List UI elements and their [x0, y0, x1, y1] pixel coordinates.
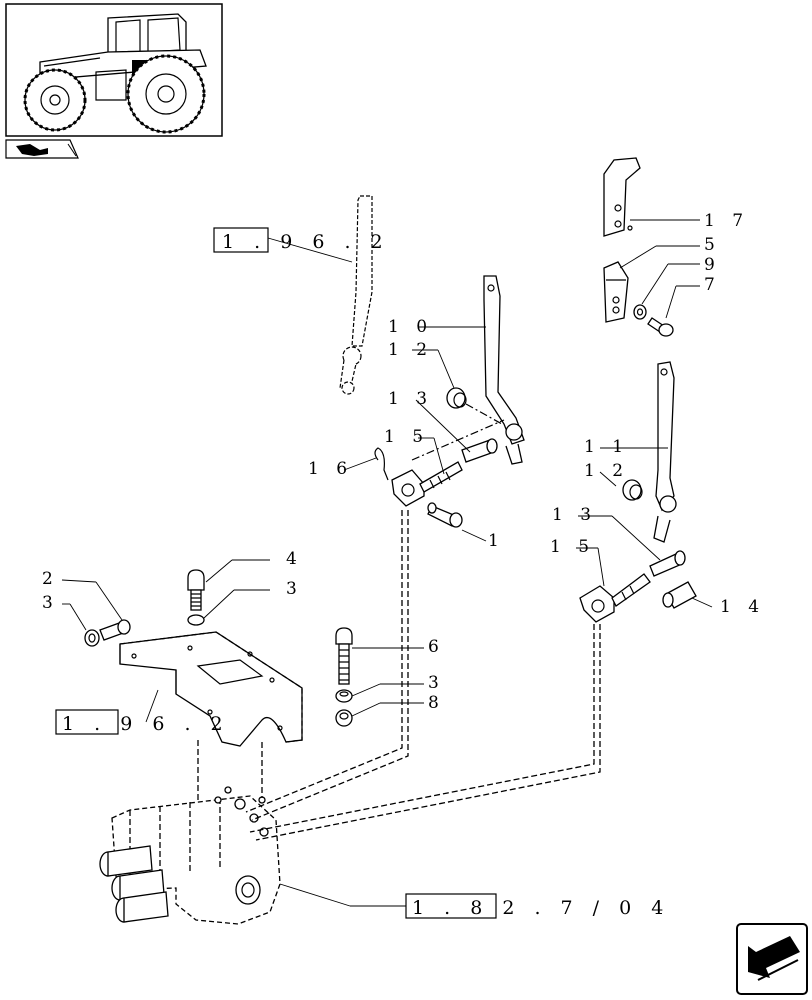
callout-15-upper: 1 5 [384, 427, 429, 447]
screw-7 [647, 317, 674, 337]
callout-4: 4 [286, 549, 303, 569]
bolt-2 [99, 619, 131, 641]
callout-10: 1 0 [388, 317, 433, 337]
pin-1 [427, 502, 463, 528]
reference-link-3[interactable]: 1 . 8 2 . 7 / 0 4 [412, 897, 670, 919]
nut-8 [335, 709, 353, 727]
washer-3-lower [335, 689, 353, 703]
mounting-bracket [119, 631, 303, 747]
callout-1: 1 [488, 531, 505, 551]
bushing-12-upper [446, 387, 503, 425]
callout-14: 1 4 [720, 597, 765, 617]
washer-3-top [187, 614, 205, 626]
reference-box-2[interactable] [55, 709, 119, 735]
previous-page-icon[interactable] [5, 139, 79, 159]
tractor-thumbnail [5, 3, 223, 137]
callout-7: 7 [704, 275, 721, 295]
callout-5: 5 [704, 235, 721, 255]
callout-3-top: 3 [286, 579, 303, 599]
callout-12-lower: 1 2 [584, 461, 629, 481]
pin-13-lower [649, 550, 686, 577]
washer-3-left [84, 629, 100, 647]
next-page-icon[interactable] [736, 923, 808, 995]
callout-12-upper: 1 2 [388, 340, 433, 360]
callout-8: 8 [428, 693, 445, 713]
pin-13-upper [461, 438, 498, 463]
reference-link-2[interactable]: 1 . 9 6 . 2 [62, 713, 230, 735]
callout-3-left: 3 [42, 593, 59, 613]
callout-13-lower: 1 3 [552, 505, 597, 525]
callout-17: 1 7 [704, 211, 749, 231]
callout-9: 9 [704, 255, 721, 275]
callout-6: 6 [428, 637, 445, 657]
bolt-4 [187, 569, 205, 611]
lever-10 [483, 275, 525, 465]
clevis-15-upper [391, 461, 463, 507]
washer-9 [633, 304, 647, 320]
sleeve-14 [662, 581, 697, 609]
reference-box-1[interactable] [213, 227, 269, 253]
callout-3-lower: 3 [428, 673, 445, 693]
cotter-pin-16 [374, 447, 389, 481]
callout-2: 2 [42, 569, 59, 589]
dashed-linkages [197, 419, 601, 841]
link-17 [603, 157, 641, 237]
bracket-5 [603, 261, 629, 323]
control-valve-block [99, 786, 281, 925]
callout-16: 1 6 [308, 459, 353, 479]
lever-11 [653, 361, 677, 543]
callout-11: 1 1 [584, 437, 629, 457]
clevis-15-lower [579, 573, 651, 623]
bushing-12-lower [622, 479, 643, 501]
callout-13-upper: 1 3 [388, 389, 433, 409]
bolt-6 [335, 627, 353, 685]
callout-15-lower: 1 5 [550, 537, 595, 557]
reference-box-3[interactable] [405, 893, 497, 919]
reference-lever-upper [339, 195, 373, 395]
reference-link-1[interactable]: 1 . 9 6 . 2 [222, 231, 390, 253]
